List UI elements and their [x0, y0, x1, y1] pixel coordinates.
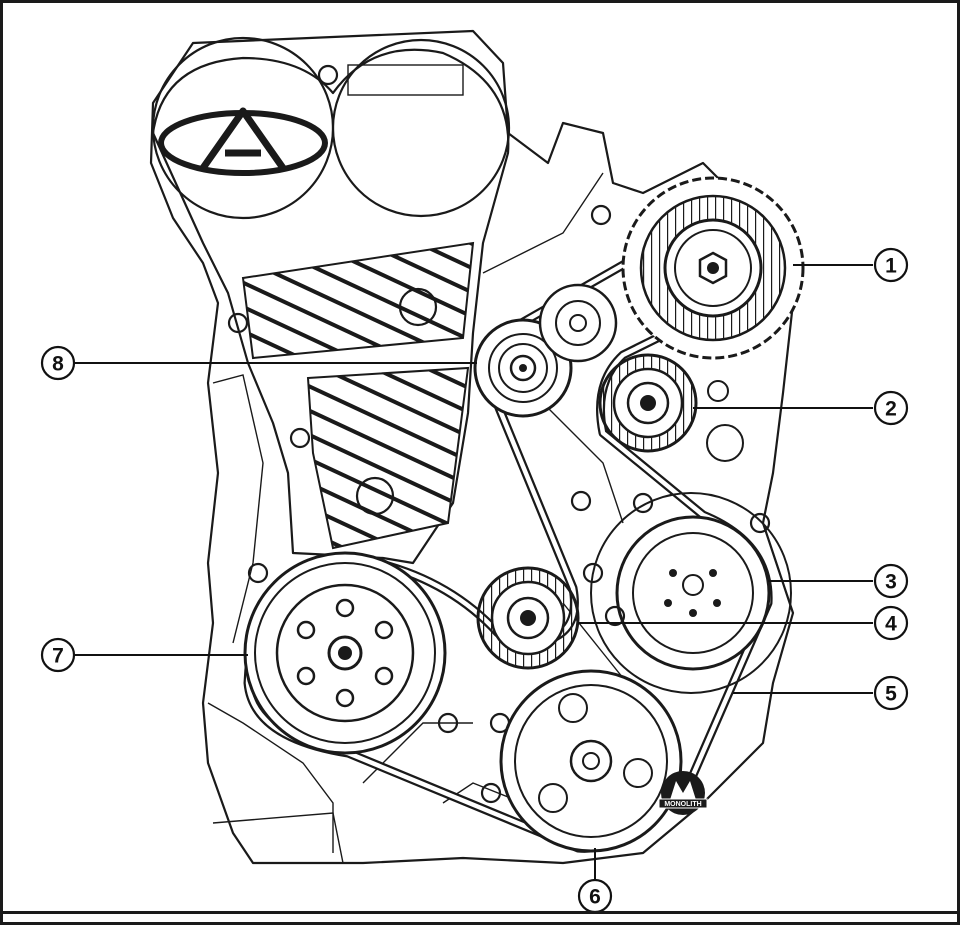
callout-label-2: 2: [885, 398, 897, 421]
callout-label-8: 8: [52, 353, 64, 376]
mounting-bolts: [227, 64, 771, 804]
callout-8: 8: [40, 345, 76, 381]
callout-label-7: 7: [52, 645, 64, 668]
watermark-logo-icon: MONOLITH: [658, 771, 708, 815]
engine-belt-diagram: 1 2 3 4 5 6 7 8 MONOLITH: [40, 29, 909, 914]
callout-7: 7: [40, 637, 76, 673]
callout-label-6: 6: [589, 886, 601, 909]
callout-1: 1: [873, 247, 909, 283]
callout-label-4: 4: [885, 613, 897, 636]
brand-logo-icon: [158, 107, 328, 176]
callout-3: 3: [873, 563, 909, 599]
callout-label-1: 1: [885, 255, 897, 278]
timing-cover: [151, 36, 511, 565]
tensioner-pulley: [598, 353, 744, 462]
idler-pulley-upper: [473, 283, 618, 418]
alternator-pulley: [621, 176, 805, 360]
callout-label-3: 3: [885, 571, 897, 594]
callout-lines: [75, 264, 873, 880]
power-steering-pump-pulley: [499, 669, 683, 853]
ac-compressor-pulley: [590, 492, 792, 694]
callout-4: 4: [873, 605, 909, 641]
callout-5: 5: [873, 675, 909, 711]
callout-label-5: 5: [885, 683, 897, 706]
idler-pulley-lower: [476, 566, 580, 670]
watermark-text: MONOLITH: [664, 801, 701, 808]
bottom-rule: [3, 911, 957, 914]
crankshaft-pulley: [243, 551, 447, 755]
callout-2: 2: [873, 390, 909, 426]
callout-6: 6: [577, 878, 613, 914]
